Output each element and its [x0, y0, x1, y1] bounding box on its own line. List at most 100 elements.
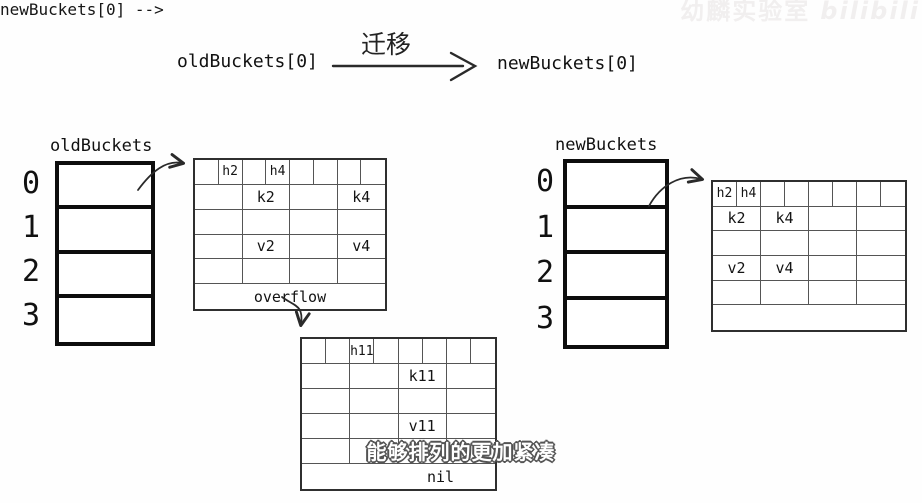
empty-cell	[399, 439, 447, 463]
index-label: 2	[21, 254, 41, 290]
tophash-cell	[761, 182, 785, 206]
index-label: 0	[21, 165, 41, 201]
tophash-cell: h2	[219, 160, 243, 184]
keys-row: k11	[302, 364, 495, 389]
empty-cell	[761, 231, 809, 255]
spacer-row	[302, 389, 495, 414]
overflow-pointer-cell	[713, 305, 905, 330]
empty-cell	[302, 439, 351, 463]
new-buckets-title: newBuckets	[555, 135, 658, 155]
spacer-row	[302, 439, 495, 464]
tophash-cell	[361, 160, 385, 184]
value-cell	[809, 255, 857, 280]
empty-cell	[243, 259, 290, 284]
tophash-cell	[447, 339, 471, 363]
tophash-cell	[243, 160, 267, 184]
nil-pointer-cell: nil	[426, 467, 455, 486]
value-cell	[350, 414, 399, 438]
empty-cell	[350, 389, 399, 413]
value-cell	[290, 234, 338, 259]
new-buckets-array	[563, 159, 669, 349]
watermark-lab-text: 幼麟实验室	[680, 0, 811, 25]
bucket-cell	[59, 254, 151, 298]
tophash-row: h2 h4	[713, 182, 905, 207]
new-buckets-indices: 0 1 2 3	[528, 159, 562, 341]
value-cell	[447, 414, 495, 438]
bucket-cell	[567, 300, 665, 346]
tophash-cell	[374, 339, 399, 363]
overflow-pointer-cell: overflow	[253, 287, 327, 306]
bucket-cell	[59, 165, 151, 210]
subtitle-caption: 能够排列的更加紧凑	[366, 440, 556, 464]
key-cell	[809, 206, 857, 231]
new-bucket-table: h2 h4 k2 k4 v2 v4	[711, 180, 907, 332]
tophash-cell	[290, 160, 314, 184]
empty-cell	[338, 259, 386, 283]
value-cell: v2	[713, 255, 761, 280]
value-cell	[857, 256, 905, 280]
tophash-cell	[314, 160, 338, 184]
key-cell	[302, 364, 351, 388]
tophash-row: h2 h4	[195, 160, 385, 185]
empty-cell	[809, 231, 857, 255]
index-label: 2	[535, 255, 555, 291]
spacer-row	[195, 209, 386, 235]
spacer-row	[195, 259, 386, 285]
index-label: 0	[535, 164, 555, 200]
empty-cell	[857, 231, 905, 255]
old-bucket-table: h2 h4 k2 k4 v2 v4	[193, 158, 387, 311]
bucket-cell	[567, 163, 665, 209]
index-label: 3	[535, 300, 555, 336]
bucket-cell	[59, 209, 151, 254]
index-label: 1	[535, 209, 555, 245]
tophash-cell: h4	[737, 182, 761, 206]
tophash-cell	[857, 182, 881, 206]
values-row: v11	[302, 414, 495, 439]
empty-cell	[399, 389, 447, 413]
header-source-label: oldBuckets[0]	[177, 51, 318, 72]
tophash-cell	[326, 339, 351, 363]
index-label: 1	[21, 209, 41, 245]
old-buckets-title: oldBuckets	[50, 136, 153, 156]
value-cell	[195, 234, 243, 259]
empty-cell	[857, 281, 905, 305]
tophash-cell: h2	[713, 182, 737, 206]
tophash-cell: h4	[266, 160, 290, 184]
old-buckets-array	[55, 161, 155, 346]
value-cell: v4	[352, 237, 371, 256]
key-cell	[447, 364, 495, 388]
header-target-label: newBuckets[0]	[497, 53, 638, 74]
tophash-cell	[195, 160, 219, 184]
key-cell: k2	[713, 206, 761, 231]
key-cell	[857, 207, 905, 231]
empty-cell	[809, 280, 857, 305]
tophash-cell	[471, 339, 495, 363]
bucket-cell	[567, 209, 665, 254]
keys-row: k2 k4	[195, 184, 385, 210]
empty-cell	[761, 280, 809, 305]
tophash-cell	[785, 182, 809, 206]
spacer-row	[713, 280, 905, 306]
tophash-row: h11	[302, 339, 495, 364]
tophash-cell: h11	[350, 339, 375, 363]
overflow-row: nil	[302, 464, 495, 489]
value-cell: v11	[399, 414, 447, 438]
value-cell	[302, 414, 351, 438]
tophash-cell	[302, 339, 327, 363]
value-cell: v4	[761, 255, 809, 280]
key-cell	[195, 184, 243, 209]
tophash-cell	[399, 339, 423, 363]
keys-row: k2 k4	[713, 206, 905, 232]
empty-cell	[338, 210, 386, 234]
tophash-cell	[423, 339, 447, 363]
empty-cell	[290, 259, 338, 284]
overflow-row: overflow	[195, 284, 385, 309]
empty-cell	[713, 280, 761, 305]
empty-cell	[302, 389, 351, 413]
key-cell: k4	[352, 187, 371, 206]
empty-cell	[713, 231, 761, 255]
migration-arrow-label: 迁移	[361, 30, 412, 59]
values-row: v2 v4	[713, 255, 905, 281]
tophash-cell	[881, 182, 905, 206]
